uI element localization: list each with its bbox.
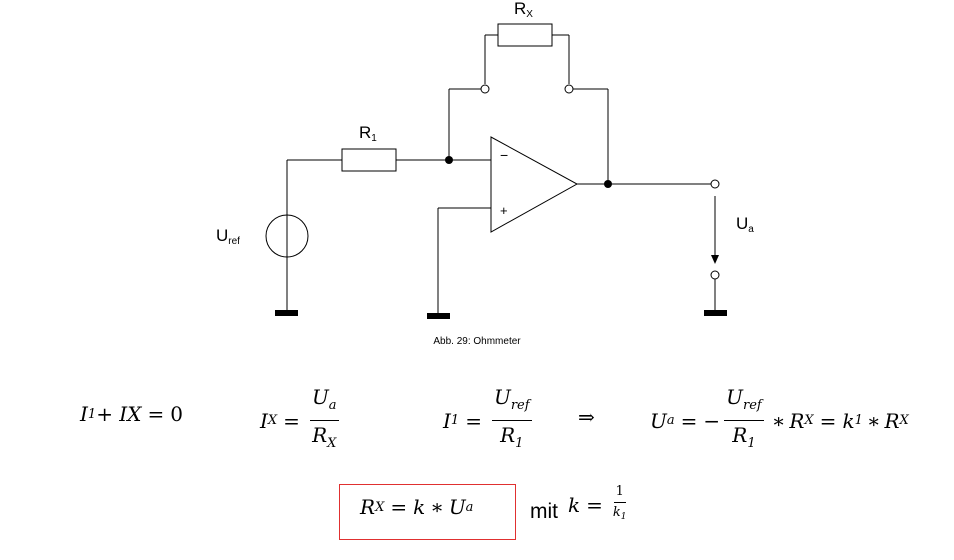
equation-k-definition: k = 1 k1 — [568, 484, 627, 522]
terminal-rx-left — [480, 84, 490, 94]
junction-dot — [604, 180, 612, 188]
ohmmeter-circuit — [265, 23, 727, 319]
terminal-output — [710, 179, 720, 189]
label-rx: RX — [514, 0, 533, 20]
mit-text: mit — [530, 500, 558, 523]
junction-dot — [445, 156, 453, 164]
resistor-r1 — [341, 148, 397, 172]
ground-symbol — [427, 313, 450, 319]
label-ua: Ua — [736, 214, 754, 235]
terminal-rx-right — [564, 84, 574, 94]
opamp-plus-label: + — [500, 203, 508, 218]
voltage-arrow-head — [711, 255, 719, 264]
ground-symbol — [275, 310, 298, 316]
result-highlight-box — [339, 484, 516, 540]
label-r1: R1 — [359, 123, 377, 144]
figure-caption: Abb. 29: Ohmmeter — [433, 336, 521, 347]
ground-symbol — [704, 310, 727, 316]
resistor-rx — [497, 23, 553, 47]
op-amp — [490, 136, 579, 233]
terminal-output-ground — [710, 270, 720, 280]
label-uref: Uref — [216, 226, 240, 247]
opamp-minus-label: − — [500, 147, 509, 163]
implies-arrow: ⇒ — [578, 405, 595, 429]
